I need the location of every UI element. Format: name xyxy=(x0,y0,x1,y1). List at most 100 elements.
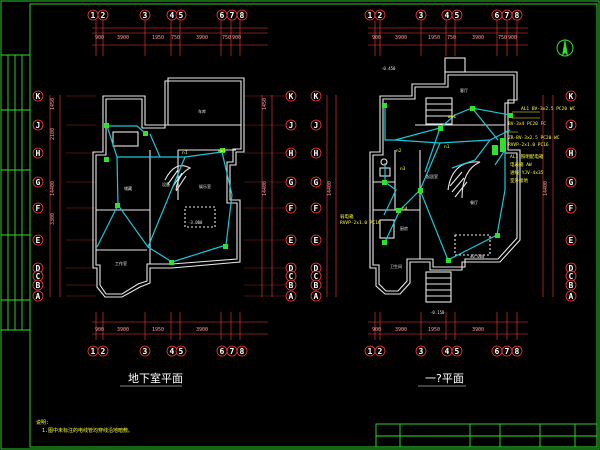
room-label: 客厅 xyxy=(460,87,468,93)
axis-label: G xyxy=(36,178,41,187)
axis-label: D xyxy=(36,264,41,273)
annotation-text: 室外接地 xyxy=(510,177,528,184)
dim-text: 3900 xyxy=(196,327,208,333)
axis-label: 8 xyxy=(515,11,520,20)
axis-label: K xyxy=(569,92,574,101)
right-plan-left-row-bubbles: K J H G F E D C B A 14400 xyxy=(310,90,337,302)
axis-label: 1 xyxy=(368,11,373,20)
north-arrow-icon xyxy=(556,38,574,57)
left-plan-labels: 车库 储藏 娱乐室 工作室 设备 n1 ww1 -3.000 xyxy=(115,108,226,266)
axis-label: 8 xyxy=(515,347,520,356)
axis-label: 3 xyxy=(419,11,424,20)
dim-text: 900 xyxy=(372,35,381,41)
dim-text: 14400 xyxy=(262,181,268,196)
axis-label: A xyxy=(289,292,294,301)
dim-text: 900 xyxy=(508,35,517,41)
axis-label: 6 xyxy=(220,11,225,20)
notes-heading: 说明: xyxy=(36,419,49,426)
annotation-text: 电表箱 AW xyxy=(510,161,532,168)
axis-label: 6 xyxy=(495,347,500,356)
axis-label: H xyxy=(289,149,294,158)
axis-label: 2 xyxy=(101,11,106,20)
wire-label: n2 xyxy=(396,148,402,154)
axis-label: A xyxy=(569,292,574,301)
right-plan-labels: 客厅 厨房 卫生间 餐厅 起居室 n1 n2 n3 n4 ww1 ±0.000 … xyxy=(381,66,485,315)
elevation-label: -3.000 xyxy=(188,220,203,225)
dim-text: 900 xyxy=(95,327,104,333)
axis-label: 1 xyxy=(368,347,373,356)
dim-text: 14400 xyxy=(543,181,549,196)
left-plan-wiring xyxy=(96,123,233,265)
dim-text: 900 xyxy=(372,327,381,333)
dim-text: 750 xyxy=(222,35,231,41)
room-label: 设备 xyxy=(162,181,170,187)
wire-label: n4 xyxy=(402,206,408,212)
wire-label: ww1 xyxy=(448,114,456,120)
room-label: 餐厅 xyxy=(470,199,478,205)
room-label: 储藏 xyxy=(124,185,132,191)
axis-label: F xyxy=(314,204,319,213)
axis-label: 4 xyxy=(170,11,175,20)
right-plan-wiring xyxy=(382,103,513,263)
dim-text: 1950 xyxy=(152,327,164,333)
axis-label: F xyxy=(289,204,294,213)
room-label: 卫生间 xyxy=(390,263,402,269)
annotation-text: AL1 BV-3x2.5 PC20 WC xyxy=(521,106,575,112)
axis-label: K xyxy=(289,92,294,101)
axis-label: D xyxy=(569,264,574,273)
annotation-text: RVVP-2x1.0 PC16 xyxy=(340,220,381,226)
axis-label: H xyxy=(36,149,41,158)
axis-label: 7 xyxy=(230,347,235,356)
axis-label: J xyxy=(289,121,294,130)
axis-label: 1 xyxy=(91,11,96,20)
axis-label: 3 xyxy=(143,347,148,356)
elevation-label: -0.450 xyxy=(381,66,396,71)
dim-text: 750 xyxy=(171,35,180,41)
axis-label: E xyxy=(289,236,294,245)
axis-label: H xyxy=(569,149,574,158)
right-plan-annotations: AL1 BV-3x2.5 PC20 WC BV-3x4 PC20 FC ZR-B… xyxy=(340,106,575,226)
axis-label: B xyxy=(289,281,294,290)
axis-label: 7 xyxy=(230,11,235,20)
axis-label: G xyxy=(289,178,294,187)
room-label: 起居室 xyxy=(426,173,438,179)
left-top-dimension: 900 3900 1950 750 3900 750 900 xyxy=(92,20,268,56)
dim-text: 750 xyxy=(498,35,507,41)
axis-label: F xyxy=(36,204,41,213)
axis-label: E xyxy=(36,236,41,245)
annotation-text: AL1 照明配电箱 xyxy=(510,153,544,160)
axis-label: C xyxy=(569,272,574,281)
left-plan: 900 3900 1950 750 3900 750 900 900 3900 … xyxy=(32,9,297,387)
wire-label: n1 xyxy=(444,144,450,150)
annotation-text: 进线 YJV-4x35 xyxy=(510,169,544,176)
left-bottom-dimension: 900 3900 1950 3900 xyxy=(92,312,268,340)
dim-text: 900 xyxy=(232,35,241,41)
wire-label: n3 xyxy=(400,166,406,172)
notes-line: 1.图中未标注的电线管均穿线沿地暗敷。 xyxy=(42,427,133,434)
axis-label: 4 xyxy=(445,347,450,356)
axis-label: 5 xyxy=(455,347,460,356)
left-top-axis-bubbles: 1 2 3 4 5 6 7 8 xyxy=(87,9,248,21)
elevation-label: ±0.000 xyxy=(470,254,485,259)
axis-label: 2 xyxy=(378,11,383,20)
axis-label: 7 xyxy=(505,11,510,20)
dim-text: 3900 xyxy=(117,327,129,333)
axis-label: 3 xyxy=(143,11,148,20)
room-label: 工作室 xyxy=(115,260,127,266)
dim-text: 3900 xyxy=(196,35,208,41)
elevation-label: -0.150 xyxy=(430,310,445,315)
axis-label: 4 xyxy=(170,347,175,356)
axis-label: 6 xyxy=(220,347,225,356)
right-bottom-dimension: 900 3900 1950 3900 xyxy=(368,312,528,340)
dim-text: 1950 xyxy=(428,35,440,41)
axis-label: 7 xyxy=(505,347,510,356)
annotation-text: BV-3x4 PC20 FC xyxy=(508,121,546,127)
dim-text: 3900 xyxy=(472,35,484,41)
axis-label: J xyxy=(36,121,41,130)
axis-label: J xyxy=(314,121,319,130)
axis-label: A xyxy=(36,292,41,301)
dim-text: 3900 xyxy=(395,327,407,333)
axis-label: 3 xyxy=(419,347,424,356)
